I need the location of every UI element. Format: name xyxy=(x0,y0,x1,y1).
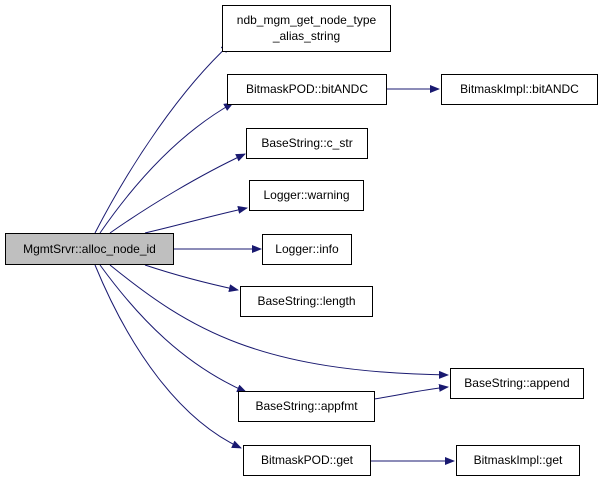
node-ndb-mgm-label-line1: ndb_mgm_get_node_type xyxy=(237,13,377,27)
node-basestring-appfmt[interactable]: BaseString::appfmt xyxy=(238,391,375,422)
node-logger-warning[interactable]: Logger::warning xyxy=(249,180,364,211)
node-basestring-c-str[interactable]: BaseString::c_str xyxy=(246,128,368,159)
edge-root-to-basestring-appfmt xyxy=(99,264,247,393)
node-logger-info[interactable]: Logger::info xyxy=(262,234,352,265)
node-bitmaskimpl-bitandc-label: BitmaskImpl::bitANDC xyxy=(460,82,579,96)
edge-basestring-appfmt-to-basestring-append xyxy=(373,383,449,400)
node-basestring-length-label: BaseString::length xyxy=(257,294,355,308)
node-bitmaskpod-get-label: BitmaskPOD::get xyxy=(261,453,354,467)
edges xyxy=(94,43,455,465)
node-bitmaskimpl-get[interactable]: BitmaskImpl::get xyxy=(456,445,580,476)
edge-root-to-bitmaskpod-bitandc xyxy=(99,102,234,234)
edge-root-to-ndb-mgm xyxy=(94,43,231,234)
node-root-label: MgmtSrvr::alloc_node_id xyxy=(23,242,156,256)
node-basestring-c-str-label: BaseString::c_str xyxy=(261,136,352,150)
edge-root-to-basestring-c-str xyxy=(109,153,246,234)
node-bitmaskimpl-get-label: BitmaskImpl::get xyxy=(474,453,563,467)
node-basestring-appfmt-label: BaseString::appfmt xyxy=(255,399,358,413)
edge-root-to-logger-warning xyxy=(144,205,248,234)
node-bitmaskpod-get[interactable]: BitmaskPOD::get xyxy=(243,445,371,476)
node-root[interactable]: MgmtSrvr::alloc_node_id xyxy=(5,233,174,265)
edge-root-to-basestring-length xyxy=(144,264,239,293)
node-bitmaskimpl-bitandc[interactable]: BitmaskImpl::bitANDC xyxy=(441,74,598,105)
edge-root-to-basestring-append xyxy=(109,264,449,379)
node-basestring-length[interactable]: BaseString::length xyxy=(240,286,373,317)
node-basestring-append[interactable]: BaseString::append xyxy=(450,368,584,399)
node-logger-info-label: Logger::info xyxy=(275,242,339,256)
node-logger-warning-label: Logger::warning xyxy=(263,188,349,202)
edge-root-to-bitmaskpod-get xyxy=(94,264,242,449)
node-ndb-mgm-label-line2: _alias_string xyxy=(272,29,340,43)
node-ndb-mgm-get-node-type-alias-string[interactable]: ndb_mgm_get_node_type _alias_string xyxy=(222,5,391,52)
node-basestring-append-label: BaseString::append xyxy=(464,376,569,390)
node-bitmaskpod-bitandc[interactable]: BitmaskPOD::bitANDC xyxy=(227,74,387,105)
node-bitmaskpod-bitandc-label: BitmaskPOD::bitANDC xyxy=(246,82,368,96)
